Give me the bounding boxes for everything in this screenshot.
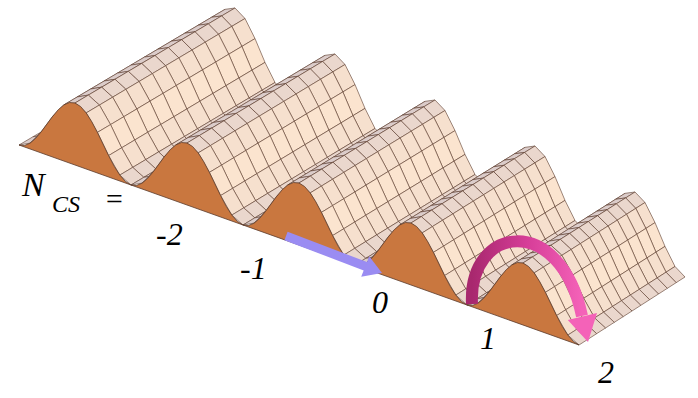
tunnel-arrow (286, 236, 382, 277)
arrow-shaft (472, 241, 582, 316)
axis-label: 1 (480, 322, 496, 354)
arrow-head (568, 313, 597, 342)
axis-label: N (22, 168, 45, 202)
axis-label: 2 (598, 356, 614, 388)
surface-mesh (19, 8, 685, 345)
axis-label: 0 (372, 286, 388, 318)
arrow-head (361, 256, 382, 277)
axis-label: CS (52, 192, 80, 216)
axis-label: = (104, 184, 124, 214)
axis-label: -2 (156, 218, 183, 250)
ridge-face (355, 223, 467, 305)
ridge-faces (19, 103, 579, 345)
axis-label: -1 (240, 252, 267, 284)
arrow-shaft (286, 236, 366, 267)
ridge-face (131, 143, 243, 225)
